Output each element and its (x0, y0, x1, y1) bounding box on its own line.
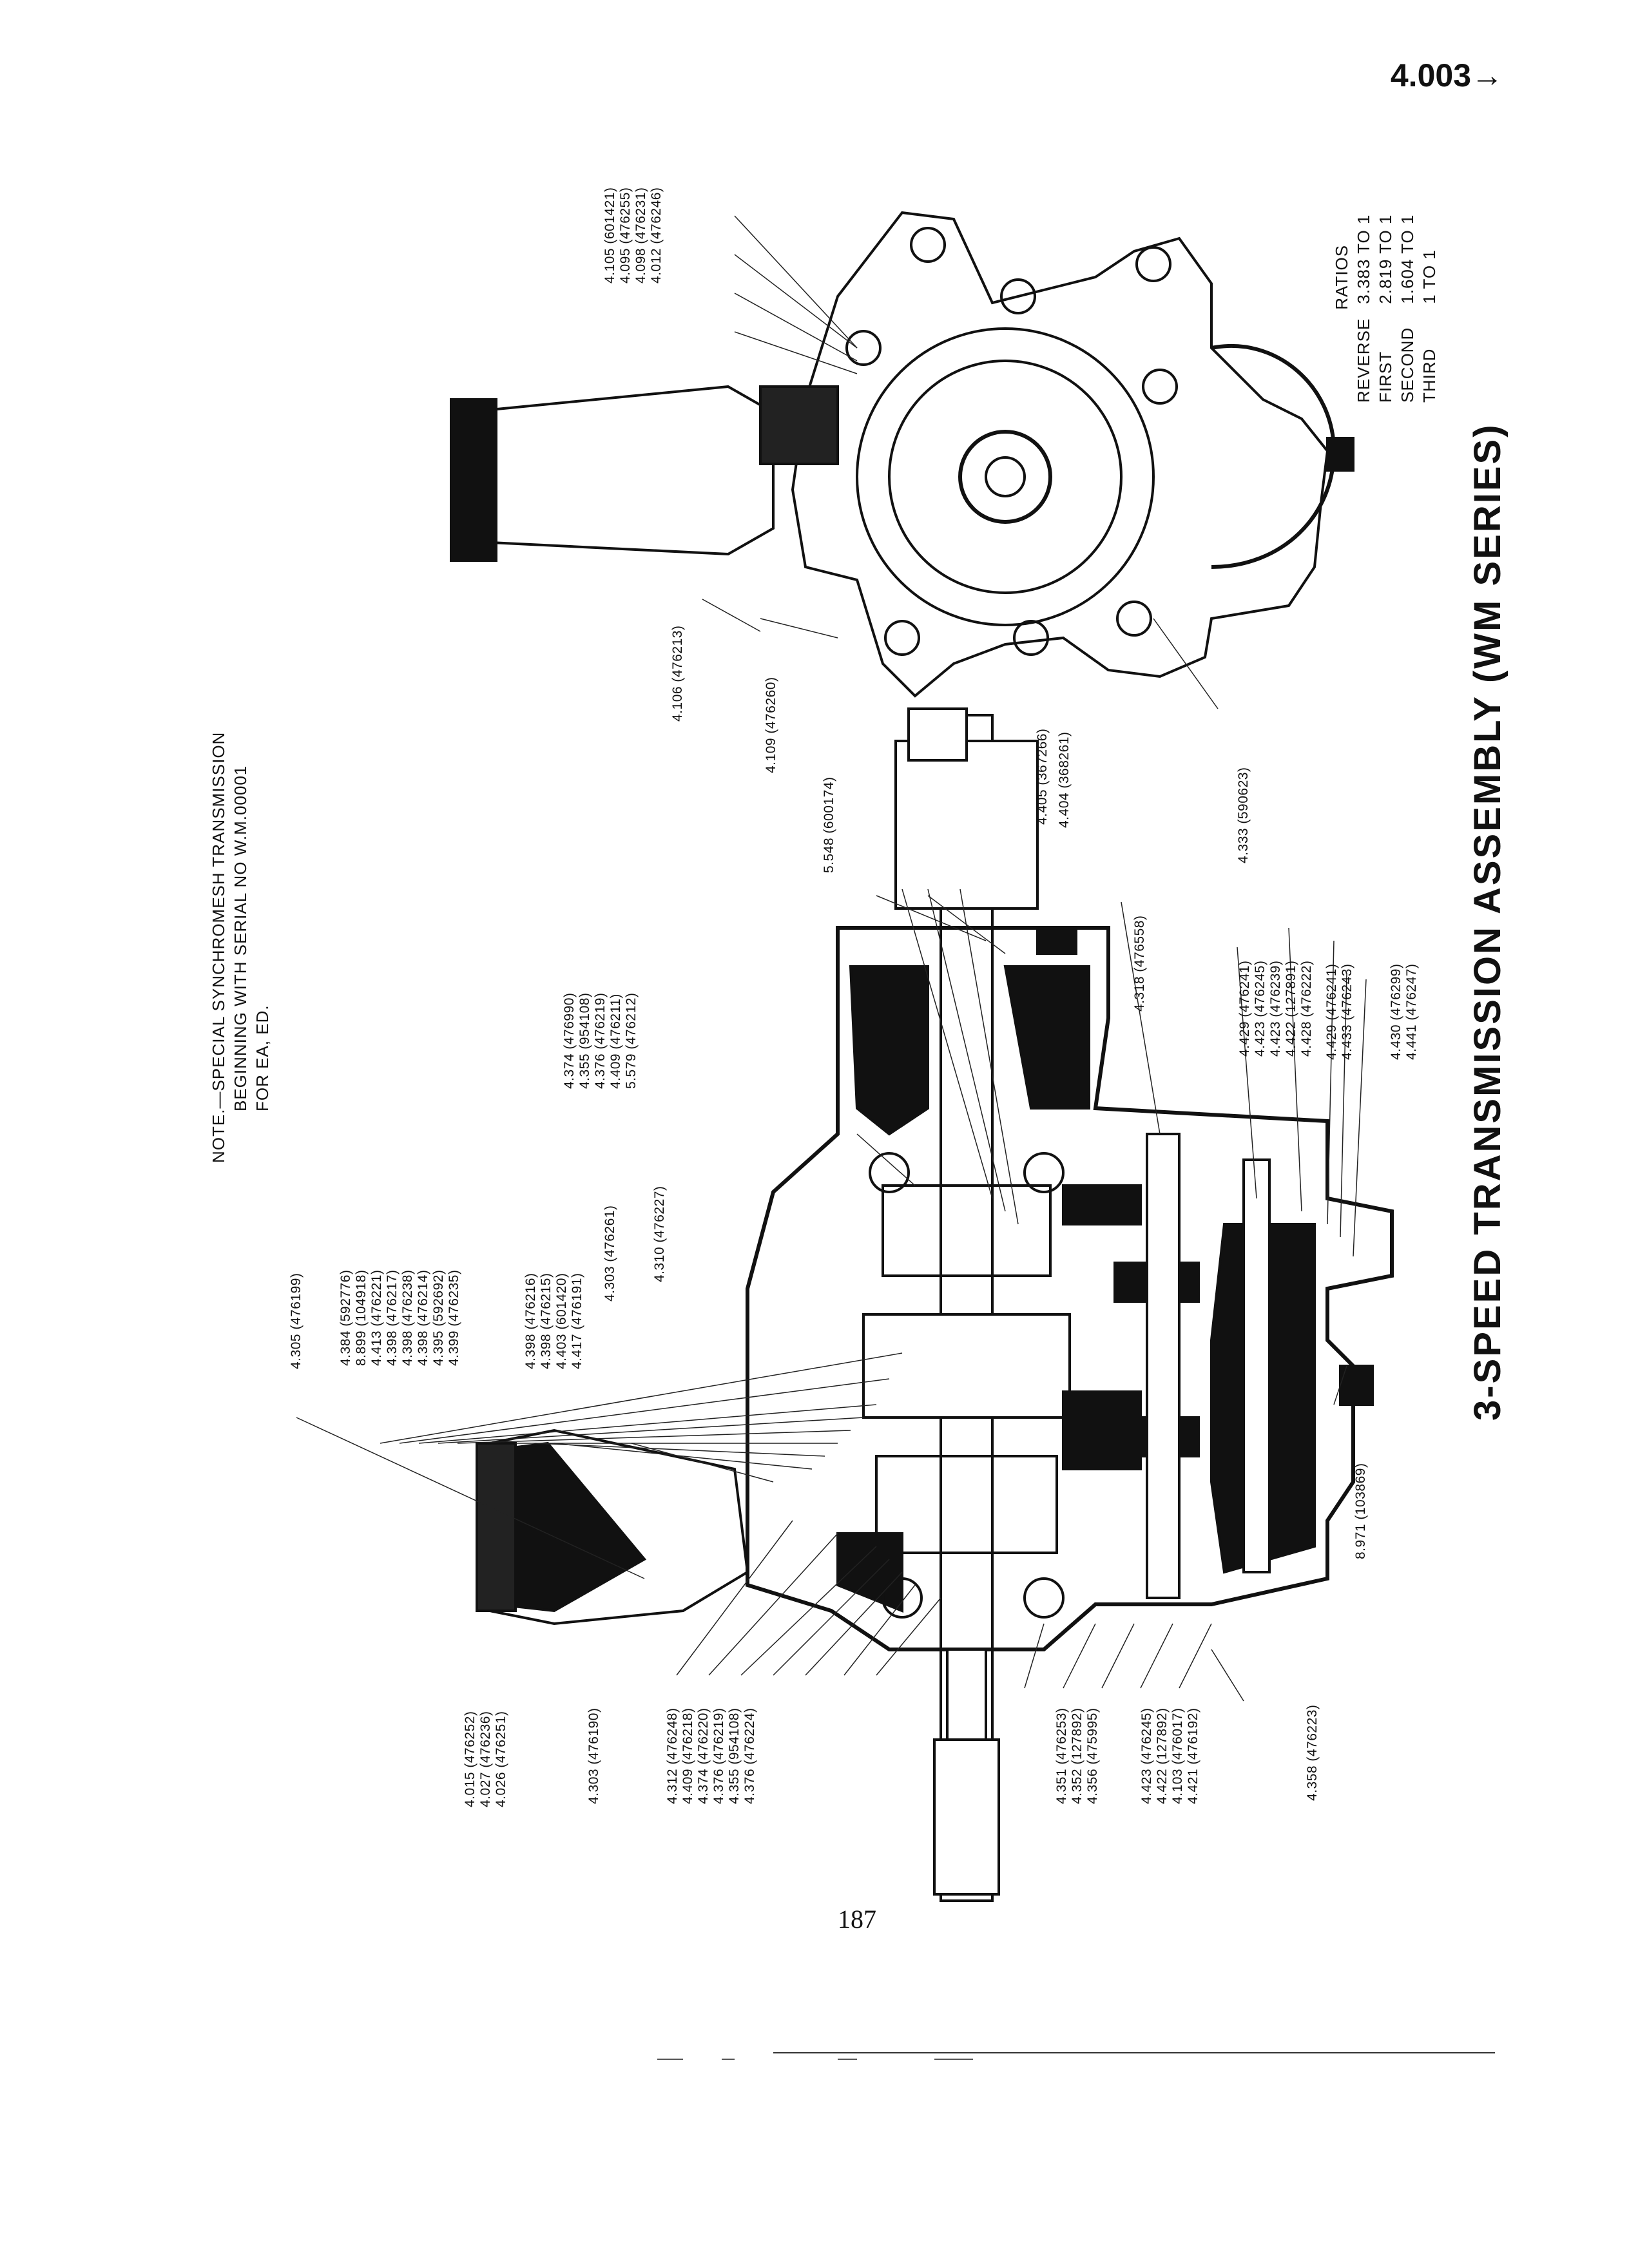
part-label: 4.398 (476217) (385, 1269, 400, 1366)
part-label: 4.409 (476218) (680, 1707, 695, 1804)
part-label: 4.105 (601421) (602, 187, 617, 284)
part-label: 4.376 (476219) (593, 992, 608, 1089)
part-label: 4.351 (476253) (1054, 1707, 1069, 1804)
part-label: 4.095 (476255) (618, 187, 633, 284)
part-label: 4.405 (367266) (1035, 728, 1050, 825)
part-label: 4.429 (476241) (1324, 963, 1339, 1060)
part-label: 4.441 (476247) (1404, 963, 1419, 1060)
part-label: 4.374 (476220) (696, 1707, 711, 1804)
bottom-rule (773, 2052, 1495, 2053)
part-label: 4.312 (476248) (665, 1707, 680, 1804)
part-label: 4.384 (592776) (338, 1269, 353, 1366)
section-view (476, 707, 1394, 1902)
part-label: 4.398 (476216) (523, 1273, 538, 1369)
part-label: 4.409 (476211) (608, 994, 623, 1089)
part-label: 4.398 (476214) (416, 1269, 430, 1366)
part-label: 4.012 (476246) (649, 187, 664, 284)
label-group-end-top: 4.105 (601421) 4.095 (476255) 4.098 (476… (602, 187, 664, 284)
part-label: 4.422 (127892) (1155, 1707, 1170, 1804)
part-label: 4.109 (476260) (764, 677, 778, 773)
part-label: 4.398 (476215) (539, 1273, 554, 1369)
part-label: 4.103 (476017) (1170, 1707, 1185, 1804)
part-label: 5.579 (476212) (624, 992, 639, 1089)
part-label: 4.423 (476245) (1253, 960, 1268, 1057)
label-group-d: 4.429 (476241) 4.423 (476245) 4.423 (476… (1237, 961, 1315, 1057)
end-view (450, 211, 1354, 698)
section-reference: 4.003→ (1390, 57, 1503, 93)
label-group-f: 4.430 (476299) 4.441 (476247) (1389, 964, 1420, 1060)
part-label: 4.433 (476243) (1340, 963, 1354, 1060)
label-group-h: 4.351 (476253) 4.352 (127892) 4.356 (475… (1054, 1708, 1101, 1804)
part-label: 4.417 (476191) (570, 1273, 584, 1369)
part-label: 4.374 (476990) (562, 992, 577, 1089)
part-label: 4.428 (476222) (1299, 960, 1314, 1057)
part-label: 4.106 (476213) (670, 625, 685, 722)
part-label: 8.971 (103869) (1353, 1463, 1368, 1559)
part-label: 4.376 (476224) (742, 1707, 757, 1804)
part-label: 4.423 (476245) (1139, 1707, 1154, 1804)
part-label: 4.430 (476299) (1389, 963, 1403, 1060)
part-label: 4.355 (954108) (577, 992, 592, 1089)
part-label: 4.333 (590623) (1236, 767, 1251, 863)
part-label: 4.398 (476238) (400, 1269, 415, 1366)
part-label: 4.098 (476231) (633, 187, 648, 284)
part-label: 4.015 (476252) (463, 1711, 477, 1807)
part-label: 4.403 (601420) (554, 1273, 569, 1369)
part-label: 4.395 (592692) (431, 1269, 446, 1366)
part-label: 4.303 (476190) (586, 1707, 601, 1804)
part-label: 4.358 (476223) (1305, 1704, 1320, 1801)
page-number: 187 (838, 1905, 876, 1934)
part-label: 4.421 (476192) (1186, 1707, 1200, 1804)
scan-speckles (657, 2059, 973, 2060)
part-label: 8.899 (104918) (354, 1269, 369, 1366)
part-label: 4.026 (476251) (494, 1711, 508, 1807)
leader-lines (296, 215, 1367, 1702)
part-label: 4.423 (476239) (1268, 960, 1283, 1057)
part-label: 4.404 (368261) (1057, 731, 1072, 828)
part-label: 4.303 (476261) (602, 1205, 617, 1302)
part-label: 4.376 (476219) (711, 1707, 726, 1804)
label-group-e: 4.429 (476241) 4.433 (476243) (1324, 964, 1355, 1060)
label-group-b: 4.398 (476216) 4.398 (476215) 4.403 (601… (523, 1273, 585, 1369)
part-label: 4.318 (476558) (1132, 915, 1147, 1012)
label-group-a: 4.384 (592776) 8.899 (104918) 4.413 (476… (338, 1270, 462, 1366)
part-label: 4.310 (476227) (652, 1186, 667, 1282)
part-label: 4.413 (476221) (369, 1269, 384, 1366)
part-label: 4.429 (476241) (1237, 960, 1252, 1057)
part-label: 4.356 (475995) (1085, 1707, 1100, 1804)
part-label: 4.027 (476236) (478, 1711, 493, 1807)
part-label: 4.305 (476199) (289, 1273, 304, 1369)
label-group-g: 4.423 (476245) 4.422 (127892) 4.103 (476… (1139, 1708, 1201, 1804)
part-label: 4.355 (954108) (727, 1707, 742, 1804)
part-label: 5.548 (600174) (822, 776, 836, 873)
label-group-i: 4.312 (476248) 4.409 (476218) 4.374 (476… (665, 1708, 758, 1804)
part-label: 4.352 (127892) (1070, 1707, 1084, 1804)
part-label: 4.399 (476235) (447, 1269, 461, 1366)
label-group-c: 4.374 (476990) 4.355 (954108) 4.376 (476… (562, 993, 639, 1089)
part-label: 4.422 (127891) (1284, 960, 1298, 1057)
label-group-j: 4.015 (476252) 4.027 (476236) 4.026 (476… (463, 1711, 509, 1807)
